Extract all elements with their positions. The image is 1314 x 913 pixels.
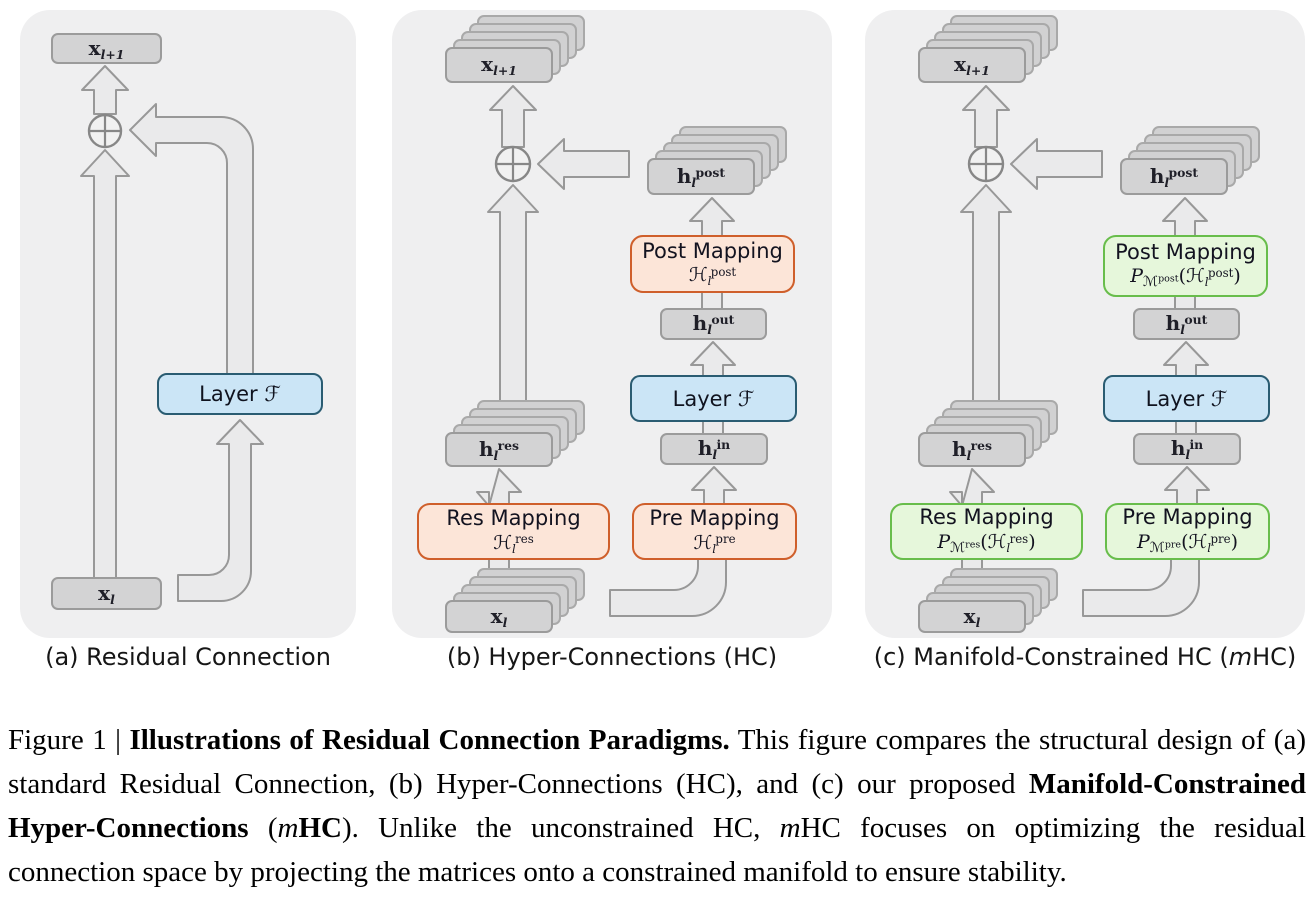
stack-h-res: hlres	[918, 400, 1058, 467]
box-x-next-label: xl+1	[954, 52, 990, 78]
panel-c-arrows	[949, 85, 1210, 617]
stack-h-res: hlres	[445, 400, 585, 467]
box-layer-f-label: Layer ℱ	[672, 386, 755, 411]
box-h-out-label: hlout	[1165, 311, 1208, 337]
box-layer-f-label: Layer ℱ	[1145, 386, 1228, 411]
arrow-up-premap-to-hin	[691, 466, 737, 507]
res-mapping-title: Res Mapping	[919, 505, 1054, 530]
panel-residual-connection: xl+1 Layer ℱ xl	[20, 10, 356, 638]
figure-caption-text: Figure 1 | Illustrations of Residual Con…	[8, 724, 1306, 889]
box-res-mapping: Res Mapping Pℳres(ℋlres)	[890, 503, 1083, 560]
arrow-up-postmap-to-hpost	[1162, 197, 1208, 239]
panel-c-caption: (c) Manifold-Constrained HC (mHC)	[865, 643, 1305, 671]
box-h-in-label: hlin	[1170, 436, 1204, 462]
stack-x-l: xl	[445, 568, 585, 633]
box-h-post: hlpost	[1120, 158, 1228, 195]
sum-node	[494, 145, 532, 183]
box-layer-f: Layer ℱ	[1103, 375, 1270, 422]
panel-c-caption-text: (c) Manifold-Constrained HC (mHC)	[873, 643, 1297, 671]
box-pre-mapping: Pre Mapping Pℳpre(ℋlpre)	[1105, 503, 1270, 560]
box-post-mapping: Post Mapping ℋlpost	[630, 235, 795, 293]
box-x-next: xl+1	[918, 47, 1026, 83]
arrow-up-resmap-to-hres	[476, 468, 522, 507]
box-h-post: hlpost	[647, 158, 755, 195]
res-mapping-formula: ℋlres	[493, 531, 534, 556]
stack-h-post: hlpost	[1120, 126, 1260, 195]
arrow-up-residual-stream	[80, 149, 130, 581]
panel-b-caption-text: (b) Hyper-Connections (HC)	[446, 643, 778, 671]
sum-node	[87, 113, 123, 149]
stack-h-post: hlpost	[647, 126, 787, 195]
arrow-up-layer-to-hout	[1163, 341, 1209, 379]
arrow-up-postmap-to-hpost	[689, 197, 735, 239]
box-x-next-label: xl+1	[88, 35, 125, 62]
res-mapping-formula: Pℳres(ℋlres)	[937, 530, 1036, 556]
box-x-next: xl+1	[51, 33, 162, 64]
panel-b-caption: (b) Hyper-Connections (HC)	[392, 643, 832, 671]
box-h-in: hlin	[1133, 433, 1241, 465]
post-mapping-title: Post Mapping	[1115, 239, 1256, 264]
box-pre-mapping: Pre Mapping ℋlpre	[632, 503, 797, 560]
arrow-up-to-output	[81, 65, 129, 115]
box-h-res: hlres	[445, 432, 553, 467]
box-x-l: xl	[445, 600, 553, 633]
box-x-l-label: xl	[98, 580, 115, 607]
box-layer-f: Layer ℱ	[630, 375, 797, 422]
panel-manifold-constrained-hc: xl+1 hlpost Post Mapping Pℳpost(ℋlpost) …	[865, 10, 1305, 638]
box-h-out-label: hlout	[692, 311, 735, 337]
box-layer-f-label: Layer ℱ	[199, 382, 281, 406]
box-h-res-label: hlres	[478, 436, 520, 463]
panel-b-arrows	[476, 85, 737, 617]
box-x-next: xl+1	[445, 47, 553, 83]
figure-caption: Figure 1 | Illustrations of Residual Con…	[8, 718, 1306, 894]
box-h-post-label: hlpost	[676, 163, 726, 190]
post-mapping-title: Post Mapping	[642, 238, 783, 263]
box-x-l: xl	[918, 600, 1026, 633]
pre-mapping-title: Pre Mapping	[1122, 505, 1253, 530]
box-post-mapping: Post Mapping Pℳpost(ℋlpost)	[1103, 235, 1268, 297]
panel-a-caption-text: (a) Residual Connection	[45, 643, 331, 671]
arrow-up-to-output	[489, 85, 537, 148]
res-mapping-title: Res Mapping	[446, 506, 581, 531]
box-h-in-label: hlin	[697, 436, 731, 462]
elbow-arrow-layer-to-sum	[129, 103, 254, 379]
panel-a-arrows	[80, 65, 264, 602]
box-h-post-label: hlpost	[1149, 163, 1199, 190]
elbow-arrow-input-to-premap	[609, 557, 727, 617]
box-x-l-label: xl	[963, 603, 981, 630]
box-x-l-label: xl	[490, 603, 508, 630]
arrow-up-layer-to-hout	[690, 341, 736, 379]
stack-x-next: xl+1	[445, 15, 585, 83]
box-h-out: hlout	[660, 308, 767, 340]
sum-node	[967, 145, 1005, 183]
pre-mapping-formula: Pℳpre(ℋlpre)	[1136, 530, 1238, 556]
box-x-next-label: xl+1	[481, 52, 517, 78]
arrow-up-residual-stream	[960, 184, 1012, 429]
arrow-up-residual-stream	[487, 184, 539, 429]
arrow-up-premap-to-hin	[1164, 466, 1210, 507]
box-h-in: hlin	[660, 433, 768, 465]
arrow-left-post-to-sum	[537, 138, 630, 190]
arrow-up-resmap-to-hres	[949, 468, 995, 507]
box-h-res-label: hlres	[951, 436, 993, 463]
box-h-out: hlout	[1133, 308, 1240, 340]
arrow-left-post-to-sum	[1010, 138, 1103, 190]
box-layer-f: Layer ℱ	[157, 373, 323, 415]
stack-x-l: xl	[918, 568, 1058, 633]
post-mapping-formula: ℋlpost	[688, 264, 737, 289]
panel-hyper-connections: xl+1 hlpost Post Mapping ℋlpost hlout La…	[392, 10, 832, 638]
box-h-res: hlres	[918, 432, 1026, 467]
box-res-mapping: Res Mapping ℋlres	[417, 503, 610, 560]
arrow-up-to-output	[962, 85, 1010, 148]
post-mapping-formula: Pℳpost(ℋlpost)	[1130, 265, 1241, 291]
box-x-l: xl	[51, 577, 162, 610]
stack-x-next: xl+1	[918, 15, 1058, 83]
elbow-arrow-input-to-layer	[177, 419, 264, 602]
pre-mapping-title: Pre Mapping	[649, 506, 780, 531]
pre-mapping-formula: ℋlpre	[693, 531, 736, 556]
elbow-arrow-input-to-premap	[1082, 557, 1200, 617]
panel-a-caption: (a) Residual Connection	[20, 643, 356, 671]
